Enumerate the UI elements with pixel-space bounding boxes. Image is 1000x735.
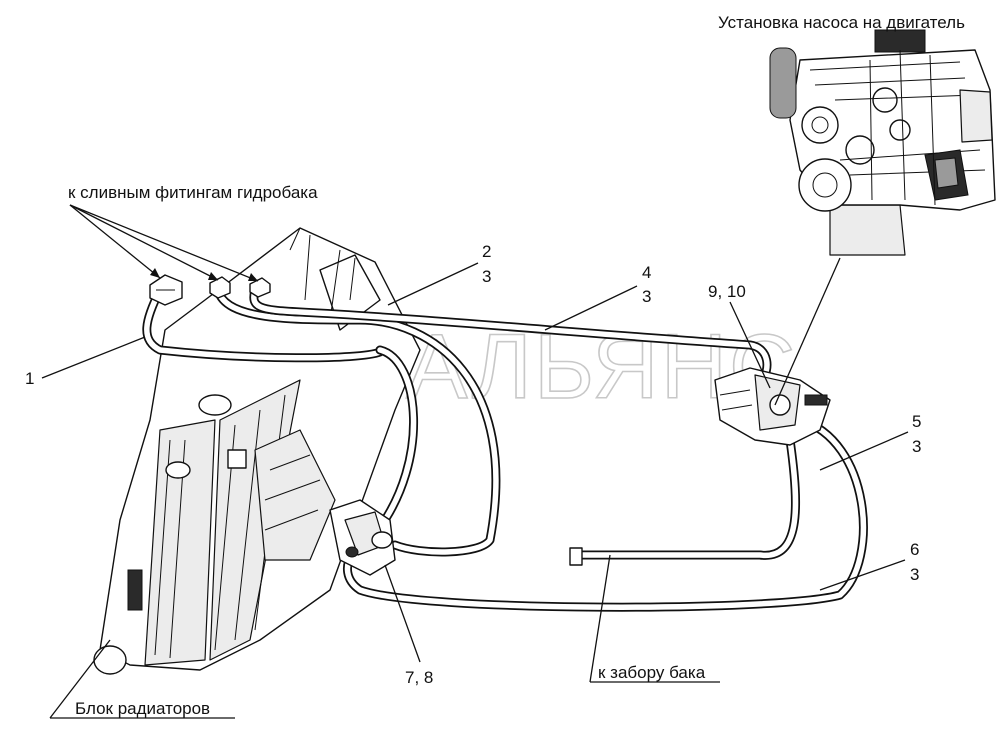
callout-5: 5 [912, 412, 921, 431]
label-drain-fittings: к сливным фитингам гидробака [68, 183, 318, 202]
callout-5-3: 3 [912, 437, 921, 456]
drain-fittings [149, 274, 271, 306]
callout-7-8: 7, 8 [405, 668, 433, 687]
label-radiator-block: Блок радиаторов [75, 699, 210, 718]
hoses [142, 285, 868, 612]
diagram-title: Установка насоса на двигатель [718, 13, 965, 32]
callout-9-10: 9, 10 [708, 282, 746, 301]
callout-2-3: 3 [482, 267, 491, 286]
callout-6: 6 [910, 540, 919, 559]
callout-6-3: 3 [910, 565, 919, 584]
lower-pump [329, 499, 396, 576]
leader-lines [41, 204, 909, 719]
tank-intake-pipe [569, 547, 583, 566]
callout-4: 4 [642, 263, 651, 282]
callout-2: 2 [482, 242, 491, 261]
label-tank-intake: к забору бака [598, 663, 706, 682]
engine-illustration [769, 29, 996, 256]
callout-4-3: 3 [642, 287, 651, 306]
callout-1: 1 [25, 369, 34, 388]
engine-pump [714, 367, 831, 446]
